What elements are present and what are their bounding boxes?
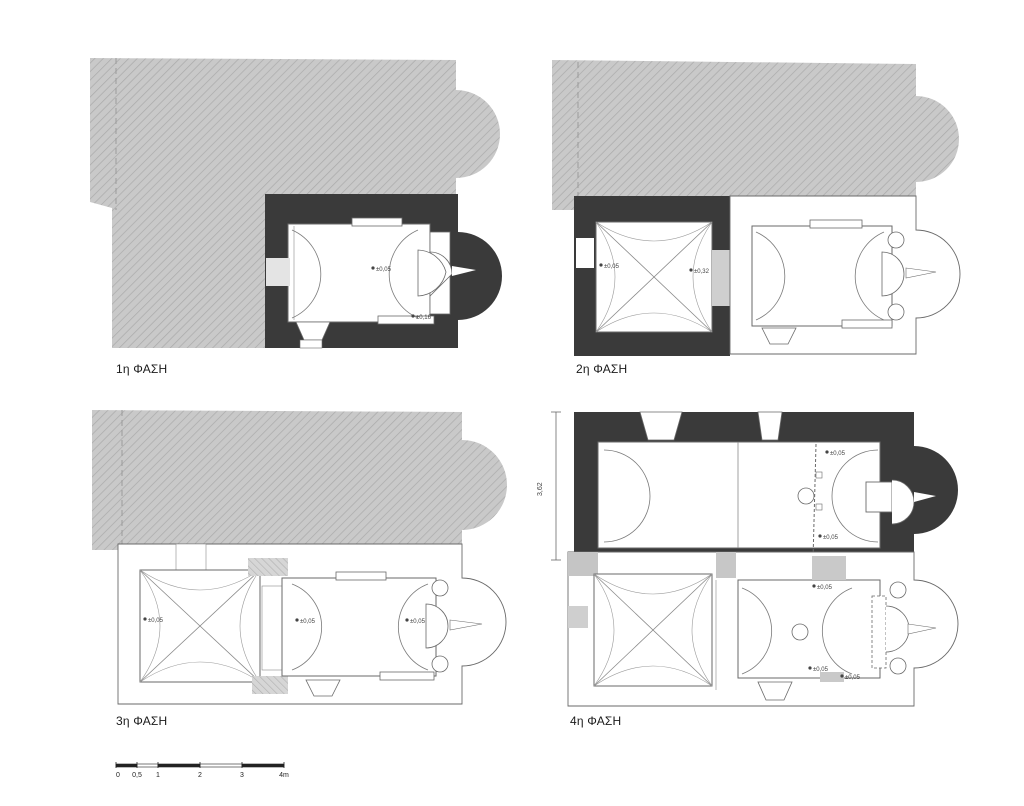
phase-3-existing-hatch <box>92 410 507 550</box>
scale-bar-label: 2 <box>198 772 202 779</box>
elevation-p1-b: ±0,16 <box>416 315 432 321</box>
scale-bar-label: 0 <box>116 772 120 779</box>
phase-3-label: 3η ΦΑΣΗ <box>116 714 168 728</box>
phase-1-existing-hatch <box>90 58 500 348</box>
scale-bar: 0 0,5 1 2 3 4m <box>115 762 289 779</box>
scale-bar-segment <box>115 763 138 768</box>
scale-bar-label: 4m <box>279 772 289 779</box>
scale-bar-label: 1 <box>156 772 160 779</box>
phase-4-plan: 3,62 <box>537 411 959 707</box>
scale-bar-label: 0,5 <box>132 772 142 779</box>
phase-3-plan: ±0,05 ±0,05 ±0,05 <box>92 410 507 705</box>
elevation-p4-b: ±0,05 <box>823 535 839 541</box>
phase-2-label: 2η ΦΑΣΗ <box>576 362 628 376</box>
phase-1-plan: ±0,05 ±0,16 <box>90 58 502 349</box>
elevation-p3-c: ±0,05 <box>410 619 426 625</box>
phase-2-existing-hatch <box>552 60 959 210</box>
scale-bar-label: 3 <box>240 772 244 779</box>
scale-bar-segment <box>241 763 285 768</box>
elevation-p4-a: ±0,05 <box>830 451 846 457</box>
dimension-label: 3,62 <box>537 482 544 496</box>
scale-bar-segment <box>136 763 159 768</box>
phase-4-label: 4η ΦΑΣΗ <box>570 714 622 728</box>
elevation-p1-a: ±0,05 <box>376 267 392 273</box>
phase-2-plan: ±0,05 ±0,32 <box>552 60 961 356</box>
scale-bar-segment <box>199 763 243 768</box>
phase-1-label: 1η ΦΑΣΗ <box>116 362 168 376</box>
elevation-p4-d: ±0,05 <box>813 667 829 673</box>
elevation-p3-b: ±0,05 <box>300 619 316 625</box>
elevation-p2-b: ±0,32 <box>694 269 710 275</box>
scale-bar-segment <box>157 763 201 768</box>
elevation-p4-e: ±0,05 <box>845 675 861 681</box>
elevation-p2-a: ±0,05 <box>604 264 620 270</box>
elevation-p4-c: ±0,05 <box>817 585 833 591</box>
elevation-p3-a: ±0,05 <box>148 618 164 624</box>
